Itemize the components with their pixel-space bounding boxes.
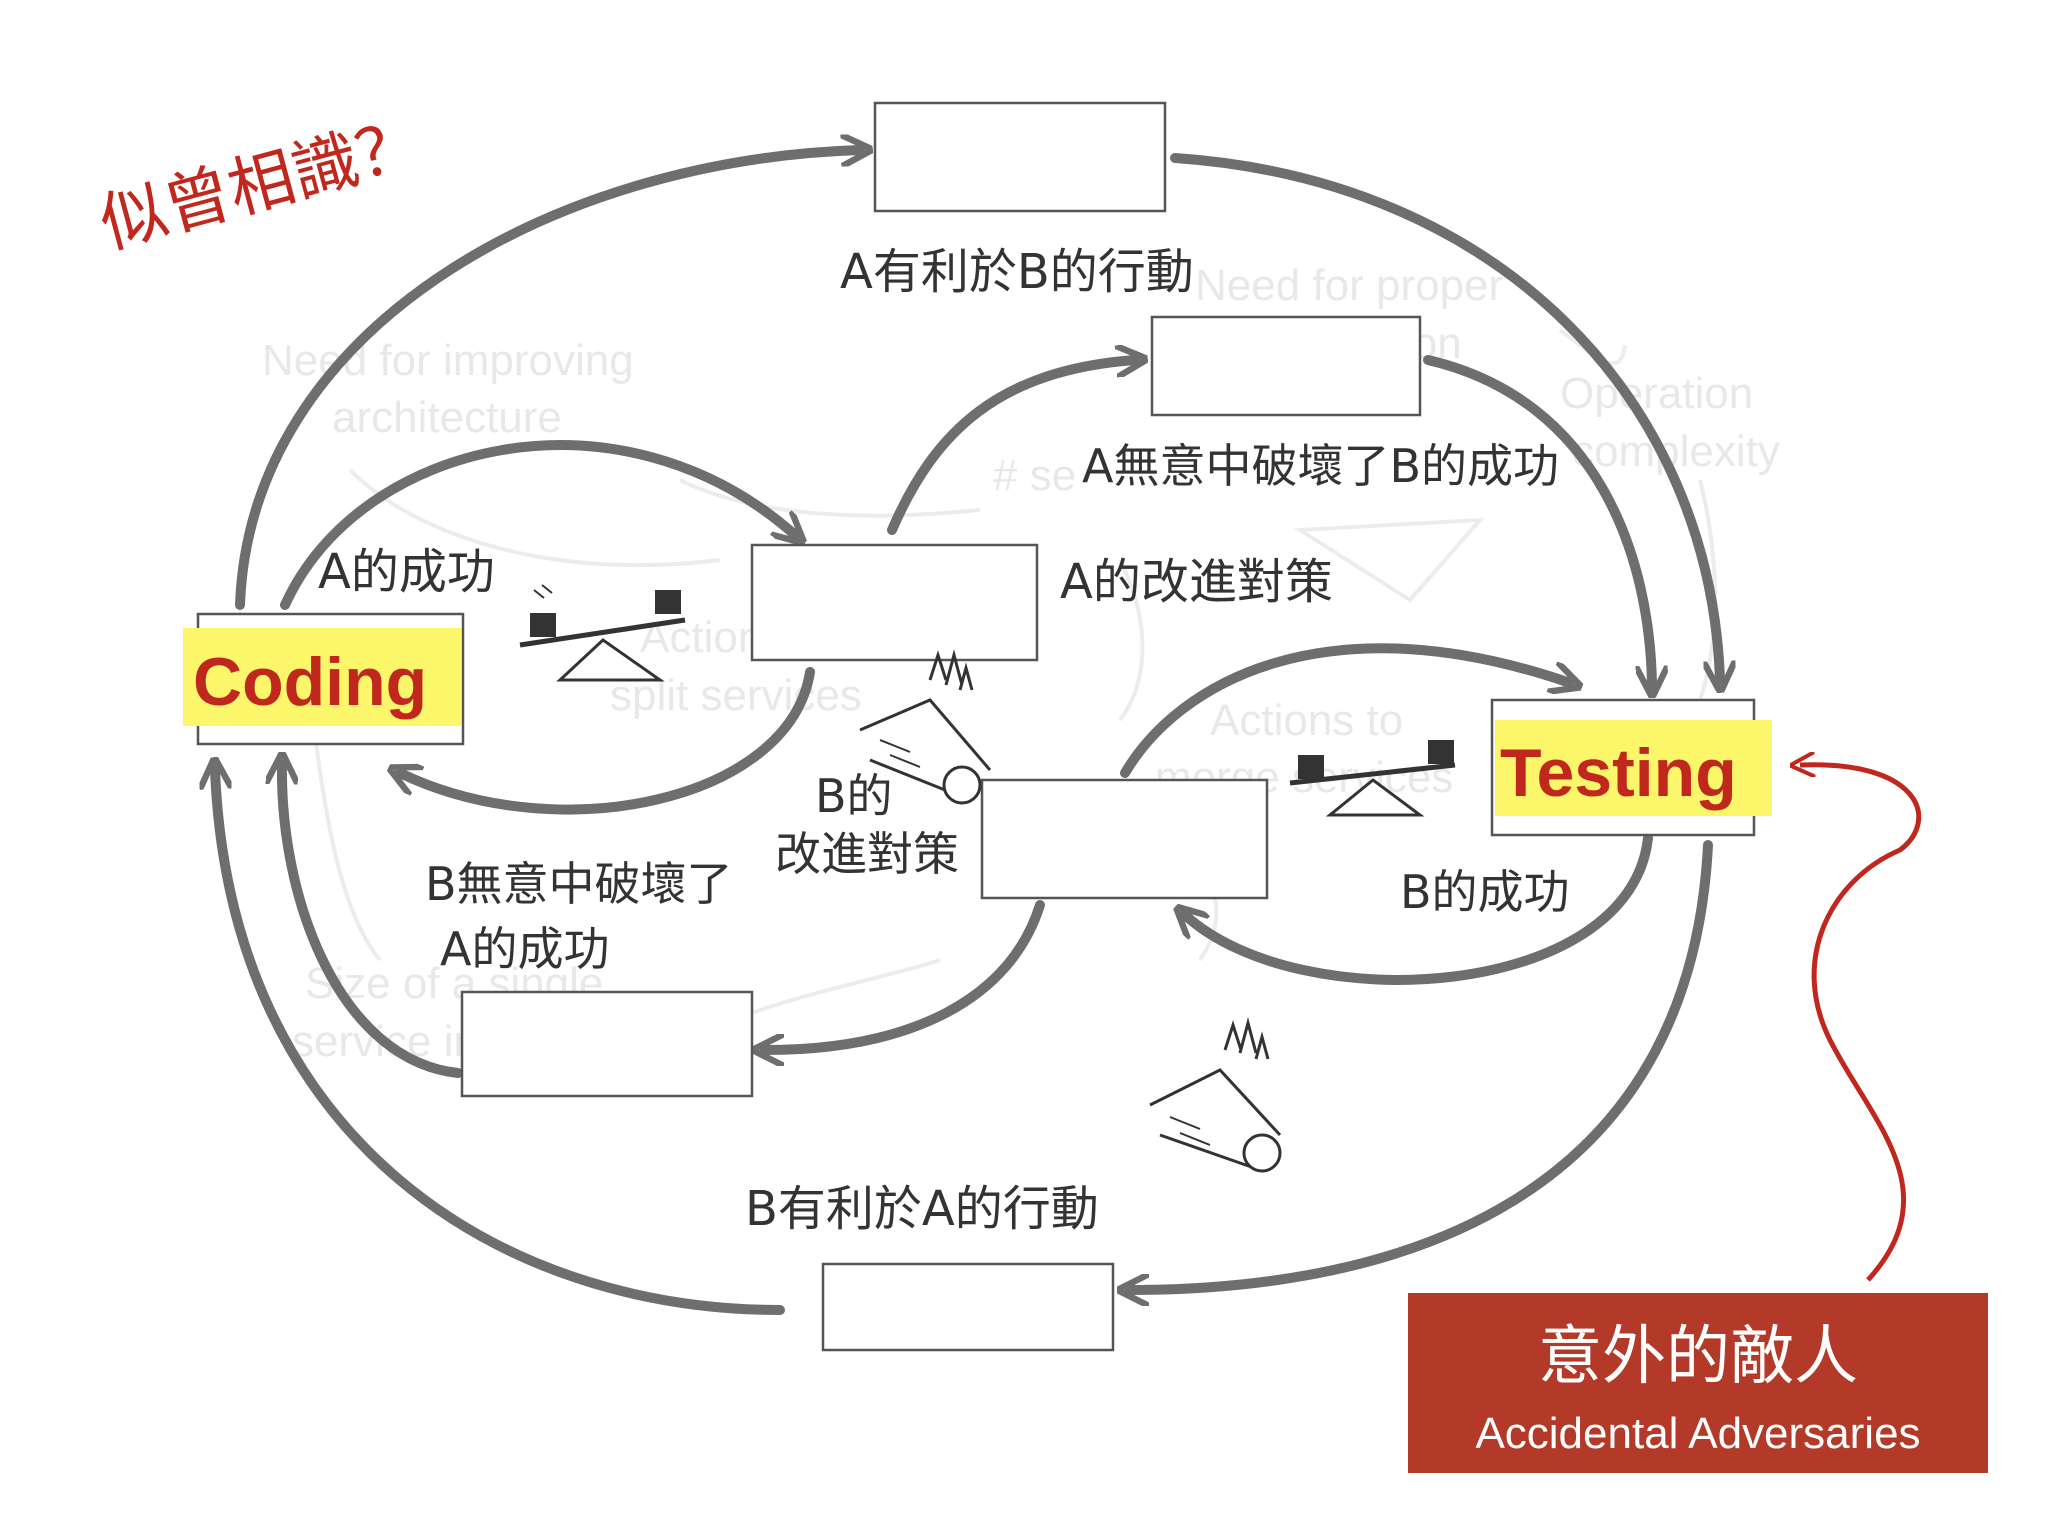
reinforcing-icon (1149, 1017, 1282, 1173)
testing-node: Testing (1490, 698, 1772, 837)
faded-text: Need for proper (1195, 261, 1503, 310)
faded-link (1118, 559, 1145, 722)
archetype-title-cn: 意外的敵人 (1538, 1320, 1858, 1394)
faded-link (679, 478, 981, 518)
coding-highlight (183, 628, 461, 726)
faded-text: complexity (1572, 427, 1780, 476)
box-a-breaks-b (1150, 315, 1422, 417)
question-title: 似曾相識？ (92, 104, 431, 264)
label-a-improve: A的改進對策 (1060, 554, 1333, 610)
label-b-breaks-a-line1: B無意中破壞了 (425, 857, 733, 911)
faded-background-layer: Need for improving architecture Need for… (262, 261, 1780, 1066)
label-a-breaks-b: A無意中破壞了B的成功 (1082, 439, 1559, 493)
archetype-tag-bg (1408, 1293, 1988, 1473)
link-coding-to-a-benefits-b (235, 150, 860, 610)
red-pointer-arrow (1800, 765, 1922, 1282)
faded-text: architecture (332, 393, 562, 442)
box-b-breaks-a (460, 990, 754, 1098)
label-a-benefits-b: A有利於B的行動 (840, 244, 1194, 300)
faded-link (1293, 517, 1485, 603)
link-a-breaks-b-to-testing (1423, 355, 1652, 685)
link-b-improve-to-testing (1120, 643, 1570, 778)
archetype-tag: 意外的敵人 Accidental Adversaries (1408, 1293, 1988, 1473)
faded-text: Need for improving (262, 336, 634, 385)
box-a-improve (750, 543, 1039, 662)
box-b-benefits-a (821, 1262, 1115, 1352)
link-a-improve-to-coding (400, 667, 815, 815)
empty-boxes (460, 101, 1422, 1352)
box-b-improve (980, 778, 1269, 900)
link-a-benefits-b-to-testing (1170, 153, 1720, 680)
faded-text: # se (993, 451, 1076, 500)
testing-label: Testing (1500, 735, 1737, 811)
link-b-breaks-a-to-coding (282, 765, 463, 1078)
label-b-improve-line2: 改進對策 (775, 827, 959, 881)
balancing-icon (519, 584, 686, 682)
reinforcing-icon (859, 649, 992, 805)
link-a-improve-to-a-breaks-b (887, 360, 1135, 535)
testing-highlight (1495, 720, 1772, 816)
coding-node: Coding (183, 612, 465, 746)
link-b-benefits-a-to-coding (215, 770, 785, 1315)
coding-label: Coding (193, 644, 427, 720)
loop-labels: A有利於B的行動 A無意中破壞了B的成功 A的成功 A的改進對策 B的 改進對策… (318, 244, 1570, 1237)
link-coding-to-a-improve (280, 440, 795, 610)
box-a-benefits-b (873, 101, 1167, 213)
faded-text: Actions to (1210, 696, 1403, 745)
link-testing-to-b-improve (1185, 833, 1653, 985)
label-a-success: A的成功 (318, 544, 495, 600)
balancing-icon (1289, 740, 1456, 817)
faded-text: Operation (1560, 369, 1753, 418)
causal-links (215, 150, 1720, 1315)
label-b-improve-line1: B的 (815, 769, 893, 823)
label-b-breaks-a-line2: A的成功 (440, 922, 609, 976)
archetype-title-en: Accidental Adversaries (1475, 1409, 1920, 1458)
label-b-success: B的成功 (1400, 865, 1570, 919)
link-testing-to-b-benefits-a (1130, 840, 1713, 1290)
link-b-improve-to-b-breaks-a (765, 900, 1045, 1050)
label-b-benefits-a: B有利於A的行動 (745, 1181, 1099, 1237)
